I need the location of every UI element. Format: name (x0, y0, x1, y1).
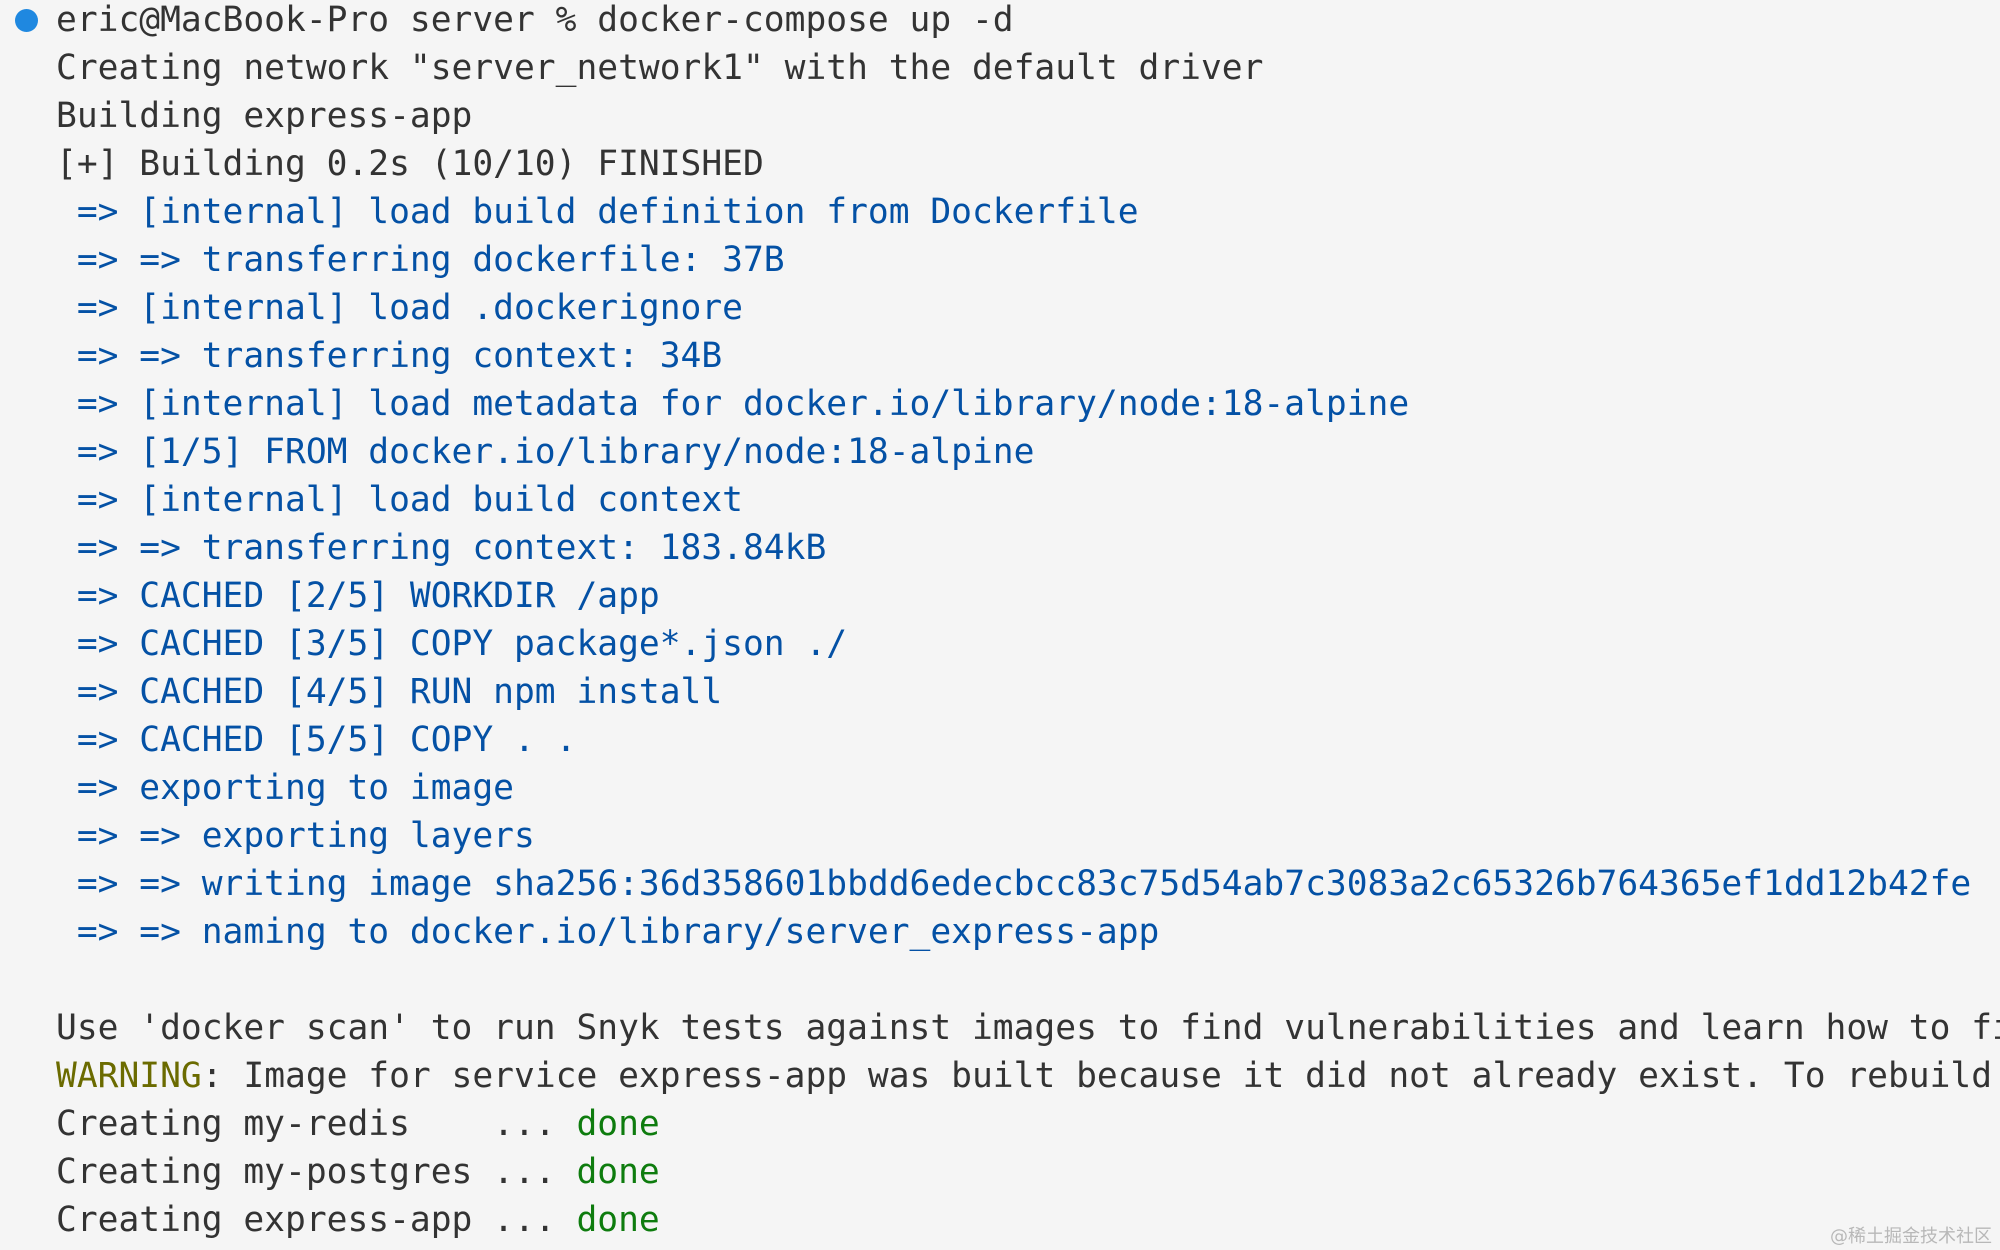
output-line: Building express-app (56, 96, 473, 136)
scan-notice-line: Use 'docker scan' to run Snyk tests agai… (56, 1008, 2000, 1048)
build-step-line: => => naming to docker.io/library/server… (56, 912, 1160, 952)
build-step-line: => => writing image sha256:36d358601bbdd… (56, 864, 1972, 904)
build-step-line: => => exporting layers (56, 816, 535, 856)
build-step-line: => CACHED [5/5] COPY . . (56, 720, 577, 760)
build-step-line: => [internal] load metadata for docker.i… (56, 384, 1410, 424)
output-line: [+] Building 0.2s (10/10) FINISHED (56, 144, 764, 184)
container-line: Creating my-redis ... done (56, 1100, 2000, 1148)
watermark: @稀土掘金技术社区 (1830, 1226, 1992, 1247)
warning-label: WARNING (56, 1056, 202, 1096)
command-status-dot-icon (15, 9, 38, 32)
build-step-line: => => transferring dockerfile: 37B (56, 240, 785, 280)
container-line: Creating express-app ... done (56, 1196, 2000, 1244)
command-prompt-line: eric@MacBook-Pro server % docker-compose… (56, 0, 1014, 40)
build-step-line: => [internal] load build definition from… (56, 192, 1139, 232)
container-prefix: Creating my-postgres ... (56, 1152, 577, 1192)
container-status: done (576, 1152, 660, 1192)
container-status: done (576, 1104, 660, 1144)
blank-line (56, 956, 2000, 1004)
terminal-output: eric@MacBook-Pro server % docker-compose… (56, 0, 2000, 1244)
build-step-line: => CACHED [4/5] RUN npm install (56, 672, 723, 712)
build-step-line: => [1/5] FROM docker.io/library/node:18-… (56, 432, 1035, 472)
warning-line: WARNING: Image for service express-app w… (56, 1052, 2000, 1100)
build-step-line: => => transferring context: 183.84kB (56, 528, 827, 568)
build-step-line: => [internal] load build context (56, 480, 743, 520)
container-prefix: Creating express-app ... (56, 1200, 577, 1240)
warning-text: : Image for service express-app was buil… (201, 1056, 1993, 1096)
output-line: Creating network "server_network1" with … (56, 48, 1264, 88)
build-step-line: => => transferring context: 34B (56, 336, 723, 376)
container-line: Creating my-postgres ... done (56, 1148, 2000, 1196)
build-step-line: => [internal] load .dockerignore (56, 288, 743, 328)
build-step-line: => CACHED [3/5] COPY package*.json ./ (56, 624, 848, 664)
container-status: done (576, 1200, 660, 1240)
container-prefix: Creating my-redis ... (56, 1104, 577, 1144)
build-step-line: => CACHED [2/5] WORKDIR /app (56, 576, 660, 616)
build-step-line: => exporting to image (56, 768, 514, 808)
